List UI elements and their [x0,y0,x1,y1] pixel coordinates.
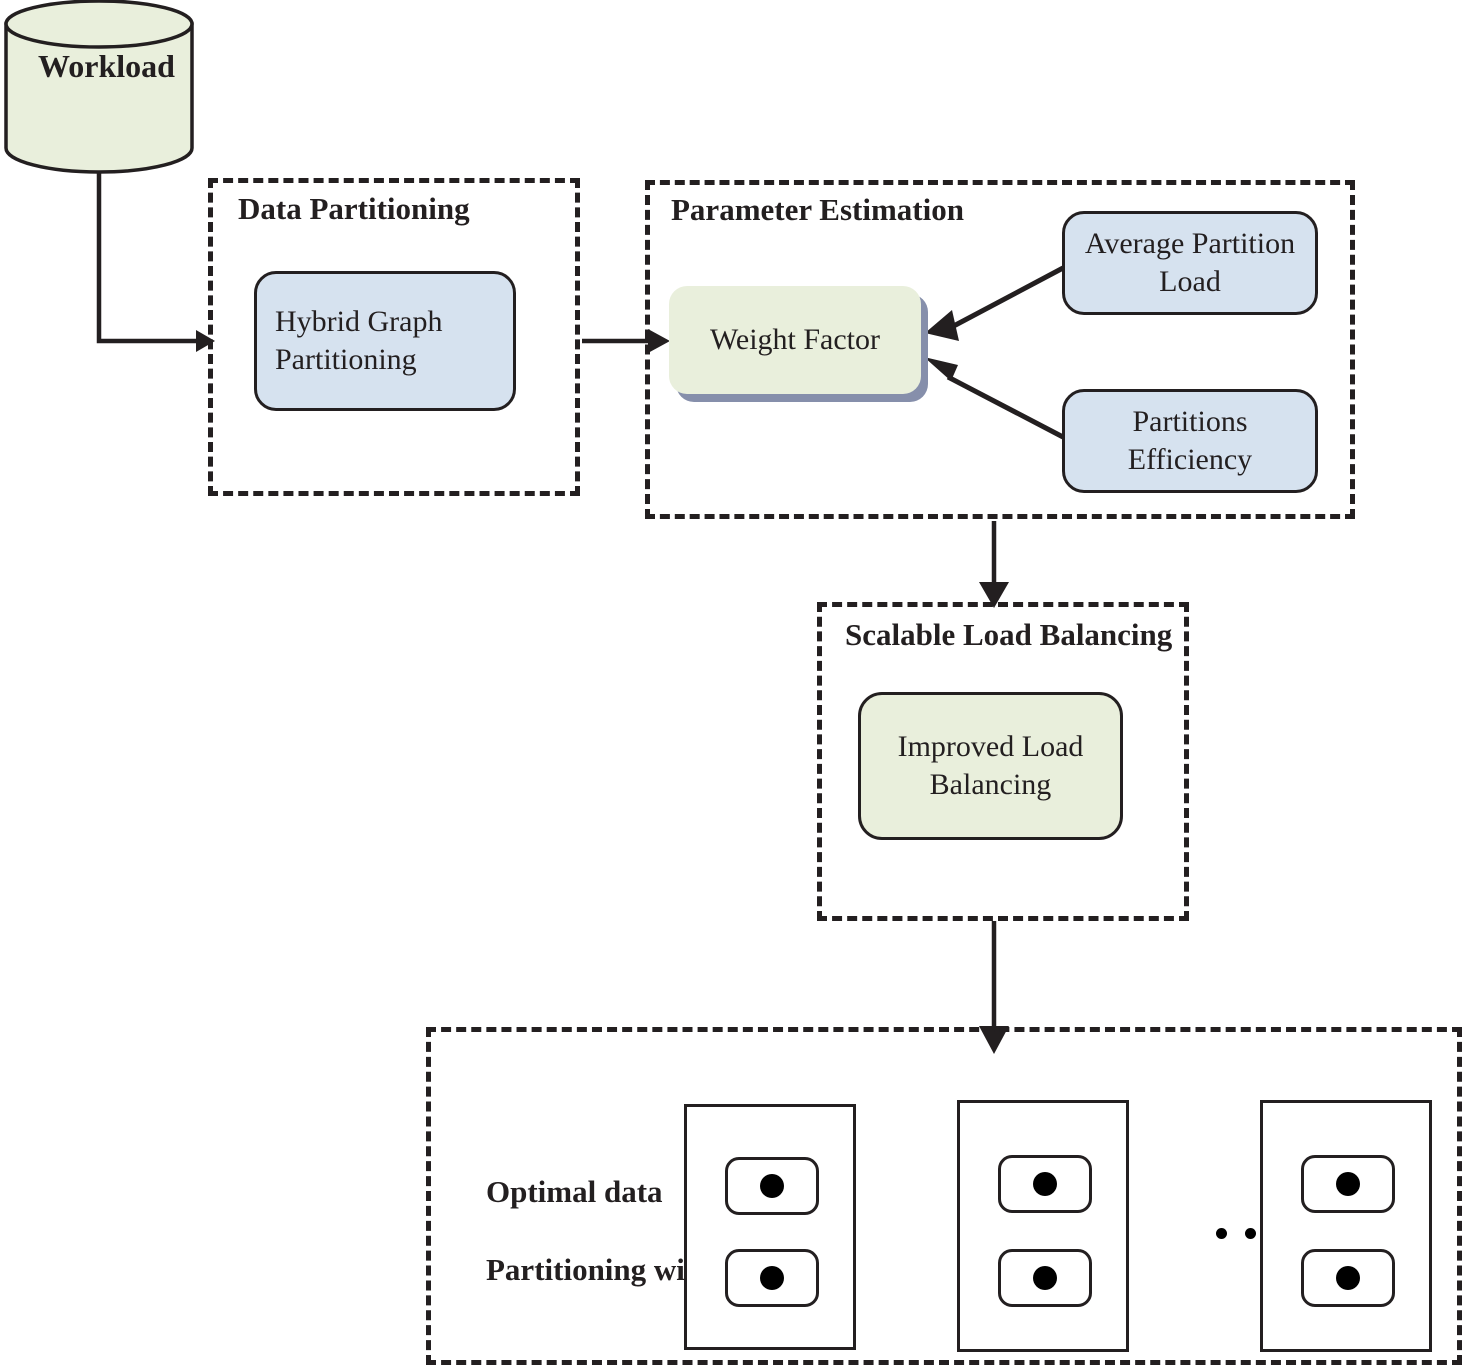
edge-parameter-estimation-to-scalable-load-balancing [979,521,1009,608]
group-title-scalable-load-balancing: Scalable Load Balancing [845,617,1173,652]
group-title-data-partitioning: Data Partitioning [238,191,470,226]
partition-2-slot-1-dot [1033,1172,1057,1196]
partition-n-slot-2[interactable] [1301,1249,1395,1307]
partition-1-slot-2-dot [760,1266,784,1290]
node-average-partition-load-line1: Average Partition [1084,227,1296,261]
group-parameter-estimation [645,180,1355,519]
partition-ellipsis [1216,1228,1256,1239]
node-improved-load-balancing-line1: Improved Load [897,730,1084,764]
partition-1-slot-1-dot [760,1174,784,1198]
partition-n-slot-1[interactable] [1301,1155,1395,1213]
node-partitions-efficiency[interactable]: Partitions Efficiency [1062,389,1318,493]
node-hybrid-graph-partitioning[interactable]: Hybrid Graph Partitioning [254,271,516,411]
node-partitions-efficiency-line2: Efficiency [1127,443,1253,476]
workload-cylinder [4,0,194,174]
node-weight-factor[interactable]: Weight Factor [669,286,921,394]
partition-1-slot-2[interactable] [725,1249,819,1307]
partition-2-slot-1[interactable] [998,1155,1092,1213]
output-label-line1: Optimal data [486,1174,663,1210]
edge-workload-to-data-partitioning [96,171,215,352]
node-partitions-efficiency-line1: Partitions [1132,405,1248,439]
group-data-partitioning [208,178,580,496]
partition-2-slot-2-dot [1033,1266,1057,1290]
node-hybrid-graph-partitioning-line2: Partitioning [275,343,417,376]
node-average-partition-load-line2: Load [1159,265,1221,298]
node-average-partition-load[interactable]: Average Partition Load [1062,211,1318,315]
group-scalable-load-balancing [817,602,1189,921]
output-label-line2: Partitioning with [486,1252,713,1288]
partition-n-slot-1-dot [1336,1172,1360,1196]
partition-2-slot-2[interactable] [998,1249,1092,1307]
ellipsis-dot-2 [1245,1228,1256,1239]
node-improved-load-balancing[interactable]: Improved Load Balancing [858,692,1123,840]
partition-1-slot-1[interactable] [725,1157,819,1215]
node-weight-factor-label: Weight Factor [709,323,881,357]
partition-card-1[interactable] [684,1104,856,1350]
node-hybrid-graph-partitioning-line1: Hybrid Graph [275,305,443,339]
group-output-partitioning [426,1027,1462,1365]
partition-card-n[interactable] [1260,1100,1432,1352]
ellipsis-dot-1 [1216,1228,1227,1239]
group-title-parameter-estimation: Parameter Estimation [671,192,964,227]
workload-label: Workload [38,48,175,84]
node-improved-load-balancing-line2: Balancing [929,768,1052,801]
partition-n-slot-2-dot [1336,1266,1360,1290]
output-label: Optimal data Partitioning with Distribut… [455,1133,712,1367]
partition-card-2[interactable] [957,1100,1129,1352]
